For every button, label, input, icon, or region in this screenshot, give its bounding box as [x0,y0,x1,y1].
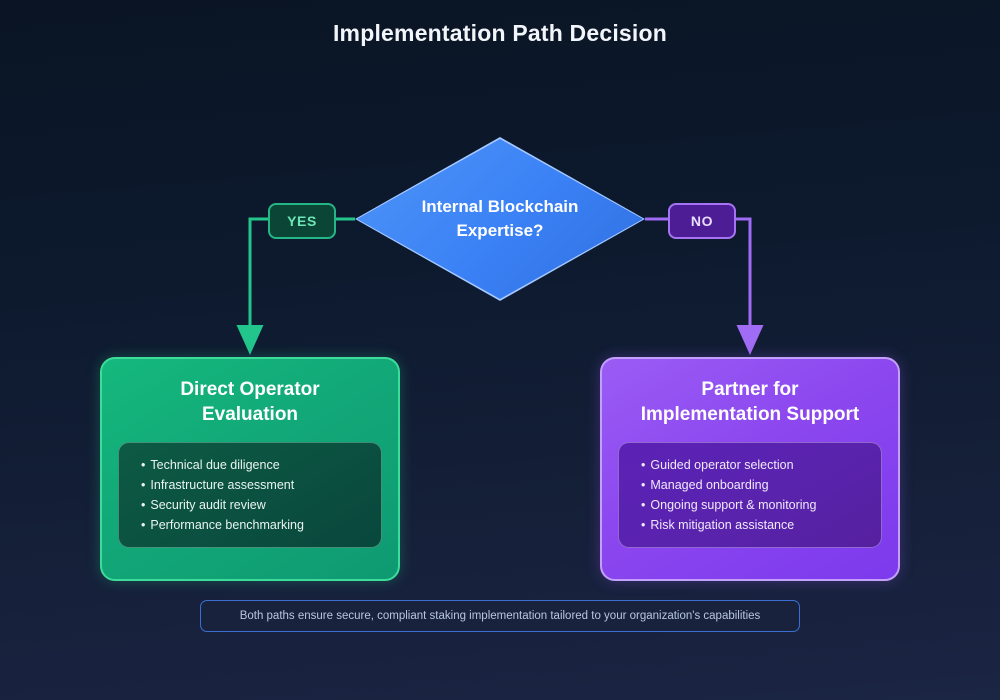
connector-no-to-partner [732,217,764,355]
outcome-item-list: Technical due diligence Infrastructure a… [133,455,367,535]
outcome-card-partner-implementation-support[interactable]: Partner for Implementation Support Guide… [600,357,900,581]
outcome-card-title: Partner for Implementation Support [640,379,860,426]
list-item: Managed onboarding [633,475,867,495]
outcome-card-direct-operator-evaluation[interactable]: Direct Operator Evaluation Technical due… [100,357,400,581]
decision-node-label: Internal Blockchain Expertise? [421,196,579,240]
connector-yes-to-direct [236,217,268,355]
outcome-card-detail-panel: Technical due diligence Infrastructure a… [118,441,382,548]
branch-badge-yes[interactable]: YES [268,203,336,239]
outcome-card-title: Direct Operator Evaluation [180,379,320,426]
list-item: Ongoing support & monitoring [633,495,867,515]
list-item: Performance benchmarking [133,515,367,535]
branch-badge-no[interactable]: NO [668,203,736,239]
list-item: Technical due diligence [133,455,367,475]
decision-node-internal-expertise[interactable]: Internal Blockchain Expertise? [355,137,645,301]
list-item: Risk mitigation assistance [633,515,867,535]
page-title: Implementation Path Decision [332,20,668,46]
list-item: Guided operator selection [633,455,867,475]
branch-badge-yes-label: YES [287,213,317,229]
branch-badge-no-label: NO [690,213,714,229]
list-item: Infrastructure assessment [133,475,367,495]
list-item: Security audit review [133,495,367,515]
outcome-card-detail-panel: Guided operator selection Managed onboar… [618,441,882,548]
outcome-item-list: Guided operator selection Managed onboar… [633,455,867,535]
footer-banner: Both paths ensure secure, compliant stak… [200,600,800,632]
footer-banner-text: Both paths ensure secure, compliant stak… [239,610,761,622]
